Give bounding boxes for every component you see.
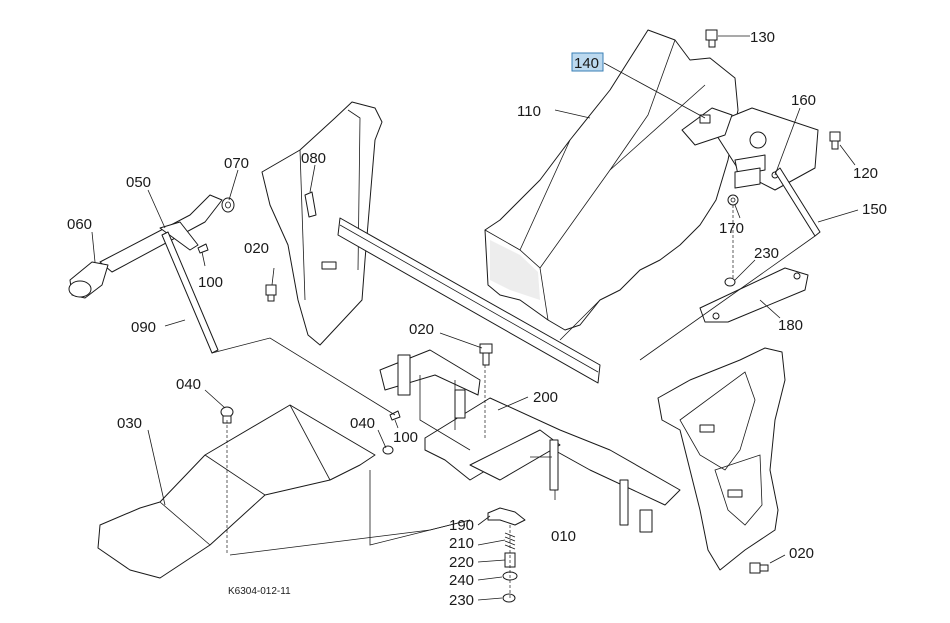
label-230-lower[interactable]: 230: [449, 592, 474, 609]
part-110-dash-panel[interactable]: [484, 29, 739, 331]
part-230-nut-upper[interactable]: [724, 277, 736, 287]
label-130[interactable]: 130: [750, 29, 775, 46]
drawing-code: K6304-012-11: [228, 586, 291, 597]
label-240[interactable]: 240: [449, 572, 474, 589]
leader-lines: [91, 35, 859, 601]
label-110[interactable]: 110: [517, 103, 541, 120]
label-120[interactable]: 120: [853, 165, 878, 182]
part-150-rod[interactable]: [774, 167, 821, 237]
part-190-bracket[interactable]: [487, 507, 526, 526]
label-170[interactable]: 170: [719, 220, 744, 237]
part-020-bolt-right[interactable]: [749, 562, 769, 574]
label-020-right[interactable]: 020: [789, 545, 814, 562]
left-side-plate[interactable]: [261, 101, 383, 346]
label-070[interactable]: 070: [224, 155, 249, 172]
part-120-bolt[interactable]: [829, 131, 841, 150]
label-050[interactable]: 050: [126, 174, 151, 191]
right-side-panel[interactable]: [657, 347, 786, 571]
label-210[interactable]: 210: [449, 535, 474, 552]
part-060-grip[interactable]: [68, 261, 109, 299]
assembly-center-lines: [226, 205, 734, 600]
label-140[interactable]: 140: [574, 55, 599, 72]
part-170-nut[interactable]: [727, 194, 739, 206]
label-040-left[interactable]: 040: [176, 376, 201, 393]
label-040-right[interactable]: 040: [350, 415, 375, 432]
label-200[interactable]: 200: [533, 389, 558, 406]
part-080-pin[interactable]: [304, 191, 317, 218]
cross-bar[interactable]: [337, 217, 601, 384]
part-140-bracket[interactable]: [681, 107, 733, 146]
label-060[interactable]: 060: [67, 216, 92, 233]
label-160[interactable]: 160: [791, 92, 816, 109]
part-130-bolt[interactable]: [705, 29, 718, 48]
part-050-lever[interactable]: [99, 194, 223, 273]
label-180[interactable]: 180: [778, 317, 803, 334]
part-020-bolt-center[interactable]: [479, 343, 493, 366]
highlight-140: [571, 52, 604, 72]
label-100-left[interactable]: 100: [198, 274, 223, 291]
label-080[interactable]: 080: [301, 150, 326, 167]
part-040-grommet-right[interactable]: [382, 445, 394, 455]
part-010-frame[interactable]: [379, 349, 681, 533]
label-010[interactable]: 010: [551, 528, 576, 545]
label-100-right[interactable]: 100: [393, 429, 418, 446]
label-090[interactable]: 090: [131, 319, 156, 336]
label-220[interactable]: 220: [449, 554, 474, 571]
label-190[interactable]: 190: [449, 517, 474, 534]
part-090-rod[interactable]: [161, 231, 219, 354]
part-180-plate[interactable]: [699, 267, 809, 323]
part-030-floor-cover[interactable]: [97, 404, 376, 579]
part-number-labels: 010 020 020 020 030 040 040 050 060 070 …: [67, 29, 887, 609]
label-030[interactable]: 030: [117, 415, 142, 432]
reference-lines: [211, 235, 816, 556]
part-100-cotter-pin-left[interactable]: [197, 243, 209, 254]
label-150[interactable]: 150: [862, 201, 887, 218]
part-040-grommet-left[interactable]: [220, 406, 234, 424]
label-020-left[interactable]: 020: [244, 240, 269, 257]
part-160-switch-bracket[interactable]: [709, 107, 819, 191]
part-020-bolt-left[interactable]: [265, 284, 277, 302]
part-230-nut-lower[interactable]: [502, 593, 516, 603]
label-230-upper[interactable]: 230: [754, 245, 779, 262]
part-100-cotter-pin-right[interactable]: [389, 410, 401, 421]
label-020-center[interactable]: 020: [409, 321, 434, 338]
part-070-washer[interactable]: [221, 197, 235, 213]
